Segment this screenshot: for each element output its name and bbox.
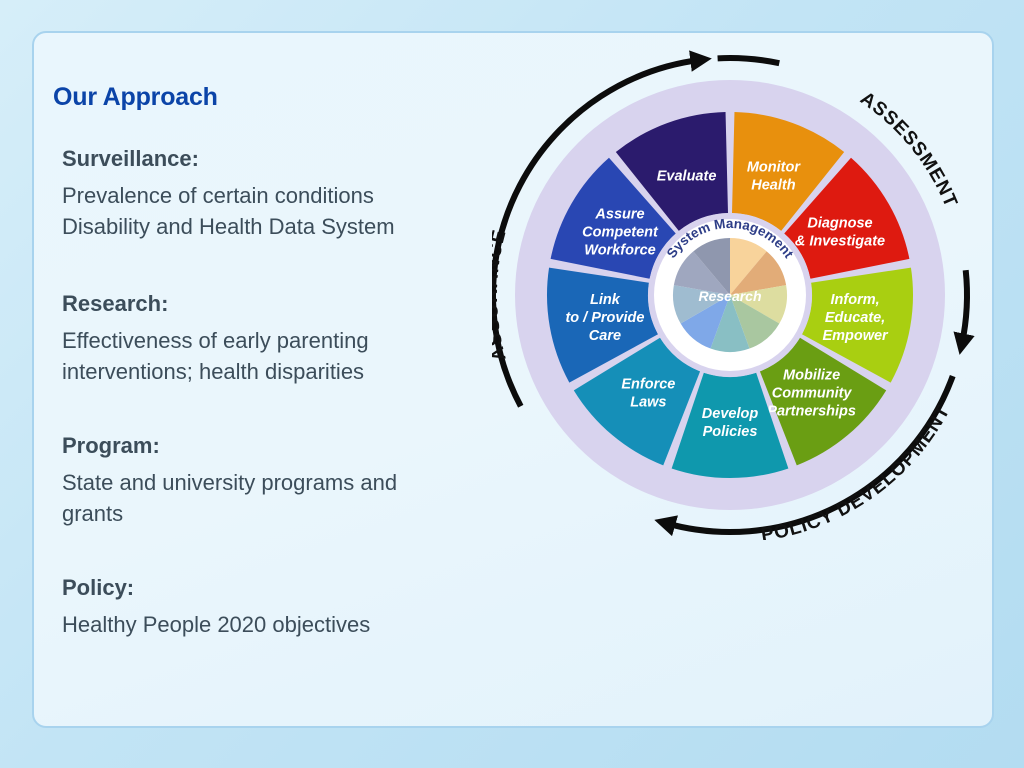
segment-label-line: Monitor — [747, 160, 802, 176]
segment-3 — [759, 337, 887, 466]
section-line: Prevalence of certain conditions — [62, 183, 374, 208]
segment-label-line: Enforce — [621, 376, 675, 392]
segment-label-line: Laws — [630, 394, 666, 410]
segment-label-line: Policies — [703, 424, 758, 440]
segment-label-line: Link — [590, 292, 621, 308]
section-line: Healthy People 2020 objectives — [62, 612, 371, 637]
arc-label-assurance-textpath: ASSURANCE — [492, 227, 510, 363]
center-label: Research — [698, 288, 761, 304]
segment-label-line: Diagnose — [807, 216, 872, 232]
inner-slice-0 — [730, 238, 767, 295]
section-heading: Policy: — [62, 575, 135, 600]
segment-label-1: Diagnose & Investigate — [795, 216, 885, 250]
inner-slice-1 — [730, 251, 787, 295]
segment-8 — [615, 112, 728, 231]
segment-label-line: & Investigate — [795, 234, 885, 250]
segment-label-line: Mobilize — [783, 367, 840, 383]
segment-label-line: Health — [751, 178, 795, 194]
segment-0 — [732, 112, 845, 231]
segment-label-line: Inform, — [831, 292, 880, 308]
section-program: Program: State and university programs a… — [62, 433, 462, 529]
section-research: Research: Effectiveness of early parenti… — [62, 291, 462, 387]
arc-label-assurance: ASSURANCE — [492, 227, 511, 363]
arrow-assessment-to-policy — [953, 269, 975, 355]
segment-label-line: Workforce — [584, 243, 655, 259]
section-line: grants — [62, 501, 124, 526]
segment-label-line: Competent — [582, 225, 659, 241]
inner-slice-6 — [673, 285, 730, 324]
section-surveillance: Surveillance: Prevalence of certain cond… — [62, 146, 462, 242]
segment-label-line: Community — [772, 385, 853, 401]
segment-1 — [784, 157, 910, 279]
inner-slice-5 — [680, 295, 730, 349]
segment-6 — [547, 267, 659, 383]
section-line: State and university programs and — [62, 470, 398, 495]
arrow-policy-to-assurance — [654, 375, 956, 537]
segment-4 — [671, 372, 789, 478]
inner-slice-4 — [710, 295, 750, 352]
segment-label-line: Assure — [594, 207, 644, 223]
segment-label-line: to / Provide — [565, 310, 644, 326]
inner-slice-7 — [673, 251, 730, 295]
inner-slice-3 — [730, 295, 780, 349]
segment-label-8: Evaluate — [657, 169, 717, 185]
section-line: Disability and Health Data System — [62, 214, 395, 239]
inner-slice-8 — [693, 238, 730, 295]
segment-label-2: Inform, Educate, Empower — [822, 292, 889, 344]
segment-5 — [573, 337, 701, 466]
section-heading: Surveillance: — [62, 146, 199, 171]
segment-label-line: Evaluate — [657, 169, 717, 185]
segment-2 — [801, 267, 913, 383]
segment-label-line: Educate, — [825, 310, 885, 326]
section-heading: Program: — [62, 433, 160, 458]
segment-label-line: Care — [589, 328, 621, 344]
arrow-assessment-start — [717, 55, 780, 67]
segment-label-line: Develop — [702, 406, 759, 422]
segment-7 — [550, 157, 676, 279]
section-heading: Research: — [62, 291, 169, 316]
segment-label-line: Partnerships — [767, 403, 856, 419]
section-policy: Policy: Healthy People 2020 objectives — [62, 575, 462, 640]
section-line: Effectiveness of early parenting — [62, 328, 369, 353]
slide-title: Our Approach — [53, 83, 218, 111]
section-line: interventions; health disparities — [62, 359, 365, 384]
inner-slice-2 — [730, 285, 787, 324]
segment-label-line: Empower — [822, 328, 889, 344]
arrow-assurance — [492, 50, 712, 408]
